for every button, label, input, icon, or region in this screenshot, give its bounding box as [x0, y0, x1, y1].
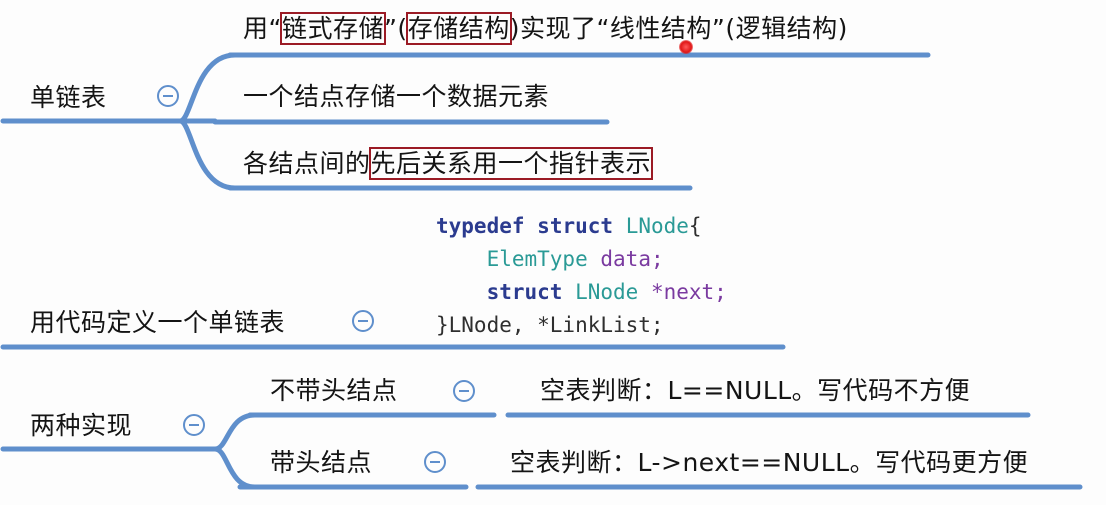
text-part: ”(	[383, 14, 408, 43]
code-type: LNode	[625, 214, 689, 238]
code-punct: {	[688, 214, 702, 238]
code-keyword: struct	[537, 214, 614, 238]
code-type: LNode	[575, 280, 639, 304]
node-impl-head[interactable]: 带头结点	[270, 448, 373, 477]
highlight-storage-structure: 存储结构	[405, 12, 512, 45]
text-part: 用“	[243, 14, 282, 43]
highlight-pointer-relation: 先后关系用一个指针表示	[368, 147, 654, 180]
code-type: ElemType	[486, 247, 588, 271]
node-impl-head-detail[interactable]: 空表判断：L->next==NULL。写代码更方便	[510, 448, 1029, 477]
collapse-icon[interactable]	[453, 380, 475, 402]
collapse-icon[interactable]	[424, 451, 446, 473]
laser-pointer-icon	[679, 40, 693, 54]
node-impl-no-head-detail[interactable]: 空表判断：L==NULL。写代码不方便	[540, 376, 971, 405]
collapse-icon[interactable]	[183, 414, 205, 436]
code-line: }LNode, *LinkList;	[436, 313, 664, 337]
node-impl[interactable]: 两种实现	[30, 411, 133, 440]
highlight-chain-storage: 链式存储	[279, 12, 386, 45]
collapse-icon[interactable]	[157, 85, 179, 107]
branch-single-list	[145, 52, 238, 191]
code-var: *next;	[650, 280, 727, 304]
branch-impl	[202, 412, 258, 490]
text-part: 各结点间的	[243, 149, 371, 178]
node-impl-no-head[interactable]: 不带头结点	[270, 376, 398, 405]
code-keyword: typedef	[436, 214, 525, 238]
node-single-list[interactable]: 单链表	[30, 83, 107, 112]
node-define[interactable]: 用代码定义一个单链表	[30, 308, 286, 337]
node-child-pointer[interactable]: 各结点间的先后关系用一个指针表示	[243, 147, 654, 180]
code-var: data;	[600, 247, 664, 271]
node-child-one-element[interactable]: 一个结点存储一个数据元素	[243, 82, 550, 111]
text-part: )实现了“线性结构”(逻辑结构)	[509, 14, 848, 43]
code-block: typedef struct LNode{ ElemType data; str…	[436, 210, 727, 342]
node-child-chain-storage[interactable]: 用“链式存储”(存储结构)实现了“线性结构”(逻辑结构)	[243, 12, 848, 45]
collapse-icon[interactable]	[352, 310, 374, 332]
code-keyword: struct	[486, 280, 563, 304]
